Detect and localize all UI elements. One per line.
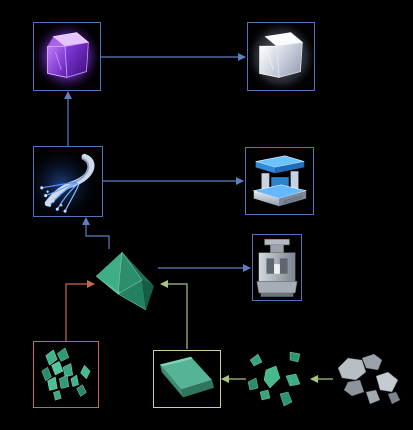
arrow-crystal-to-fiber — [82, 217, 110, 249]
node-fiber-optic[interactable] — [33, 146, 103, 217]
node-green-slab[interactable] — [153, 350, 221, 408]
arrow-shards-to-crystal — [65, 280, 95, 341]
node-green-crystal[interactable] — [94, 250, 158, 312]
fiber-optic-icon — [34, 147, 102, 216]
green-slab-icon — [159, 356, 215, 398]
crystal-shards-icon — [41, 347, 91, 401]
node-purple-cube[interactable] — [33, 22, 101, 91]
gray-rocks-icon — [337, 353, 401, 405]
node-gray-rocks[interactable] — [334, 350, 404, 408]
white-cube-icon — [248, 23, 314, 90]
node-crystal-shards[interactable] — [33, 341, 99, 408]
node-green-chunks[interactable] — [246, 348, 310, 412]
node-blue-machine[interactable] — [245, 147, 314, 215]
node-gray-machine[interactable] — [252, 234, 302, 301]
node-white-cube[interactable] — [247, 22, 315, 91]
blue-machine-icon — [252, 155, 307, 207]
gray-machine-icon — [256, 238, 298, 297]
green-chunks-icon — [247, 351, 301, 407]
green-crystal-icon — [95, 251, 154, 311]
purple-cube-icon — [34, 23, 100, 90]
arrow-slab-to-crystal — [160, 280, 188, 349]
